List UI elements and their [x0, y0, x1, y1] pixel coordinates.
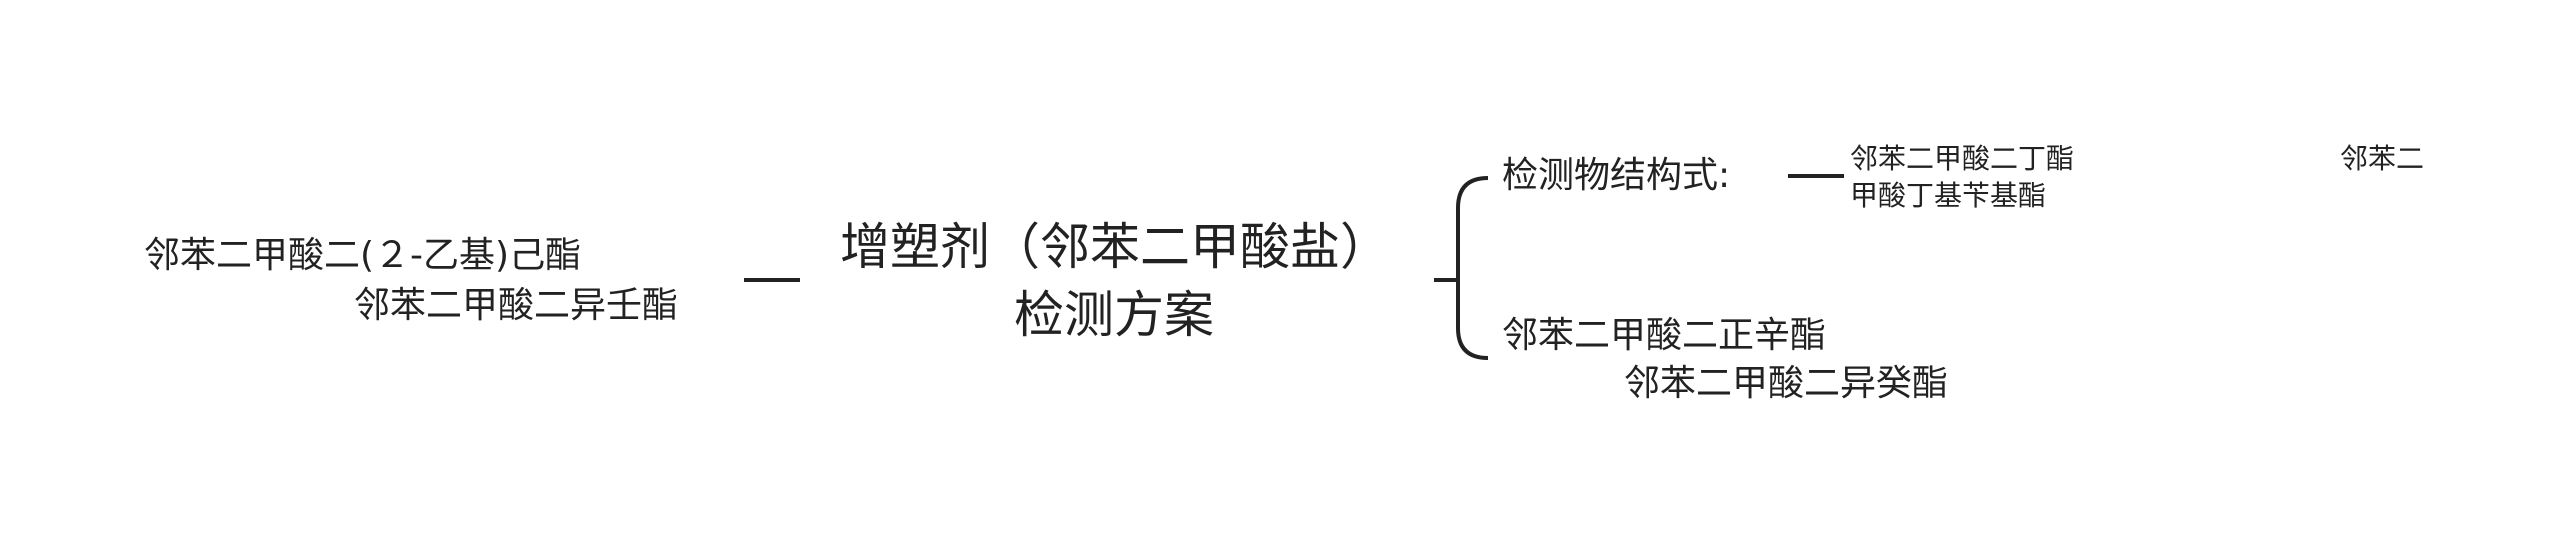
- right-node-line1: 邻苯二甲酸二正辛酯: [1502, 315, 1827, 356]
- left-node-line2: 邻苯二甲酸二异壬酯: [354, 285, 679, 326]
- structure-label: 检测物结构式:: [1502, 155, 1731, 196]
- structure-sub-line2: 甲酸丁基苄基酯: [1850, 179, 2047, 212]
- structure-sub-line1-tail: 邻苯二: [2340, 142, 2425, 175]
- central-topic-line1: 增塑剂（邻苯二甲酸盐）: [840, 218, 1390, 276]
- right-bracket: [1456, 176, 1489, 360]
- central-topic-line2: 检测方案: [1014, 286, 1214, 344]
- structure-sub-line1: 邻苯二甲酸二丁酯: [1850, 142, 2075, 175]
- right-node-line2: 邻苯二甲酸二异癸酯: [1624, 363, 1949, 404]
- left-node-line1: 邻苯二甲酸二(２-乙基)己酯: [144, 235, 582, 276]
